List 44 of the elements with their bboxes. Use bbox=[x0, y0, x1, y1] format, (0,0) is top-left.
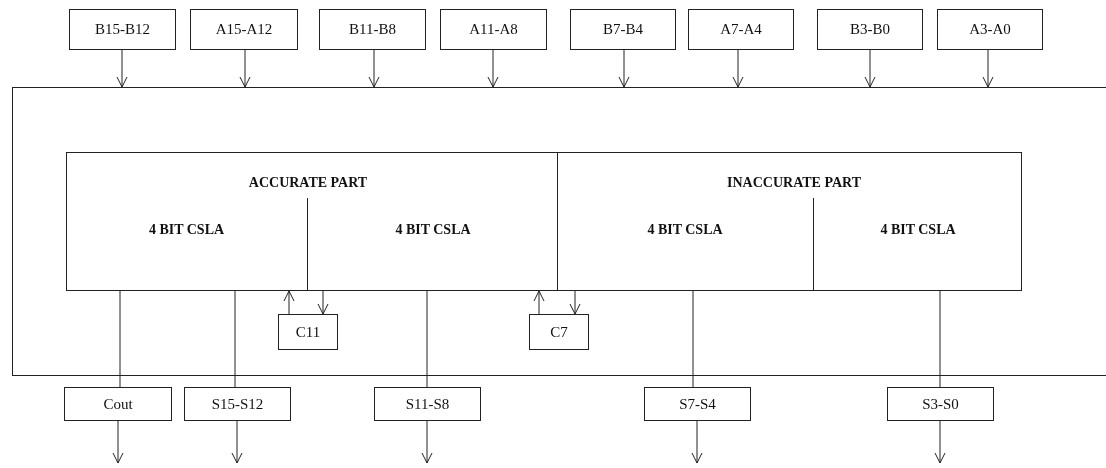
connector-line bbox=[234, 290, 236, 388]
part-block bbox=[557, 152, 1022, 291]
connector-line bbox=[692, 290, 694, 388]
arrow bbox=[569, 290, 581, 315]
arrow bbox=[239, 49, 251, 88]
block-label: 4 BIT CSLA bbox=[394, 222, 472, 238]
arrow bbox=[732, 49, 744, 88]
input-box: A3-A0 bbox=[937, 9, 1043, 50]
input-box: B3-B0 bbox=[817, 9, 923, 50]
carry-box: C11 bbox=[278, 314, 338, 350]
block-label: 4 BIT CSLA bbox=[646, 222, 724, 238]
input-box: A7-A4 bbox=[688, 9, 794, 50]
input-box: A15-A12 bbox=[190, 9, 298, 50]
arrow bbox=[864, 49, 876, 88]
adder-frame bbox=[12, 87, 1106, 376]
arrow bbox=[934, 420, 946, 464]
connector-line bbox=[939, 290, 941, 388]
connector-line bbox=[119, 290, 121, 388]
output-box: S3-S0 bbox=[887, 387, 994, 421]
arrow bbox=[231, 420, 243, 464]
input-box: B11-B8 bbox=[319, 9, 426, 50]
carry-box: C7 bbox=[529, 314, 589, 350]
arrow bbox=[982, 49, 994, 88]
arrow bbox=[421, 420, 433, 464]
output-box: Cout bbox=[64, 387, 172, 421]
arrow bbox=[487, 49, 499, 88]
output-box: S11-S8 bbox=[374, 387, 481, 421]
arrow bbox=[368, 49, 380, 88]
arrow bbox=[691, 420, 703, 464]
arrow bbox=[533, 290, 545, 315]
arrow bbox=[112, 420, 124, 464]
input-box: B7-B4 bbox=[570, 9, 676, 50]
output-box: S7-S4 bbox=[644, 387, 751, 421]
arrow bbox=[618, 49, 630, 88]
arrow bbox=[283, 290, 295, 315]
arrow bbox=[317, 290, 329, 315]
arrow bbox=[116, 49, 128, 88]
input-box: B15-B12 bbox=[69, 9, 176, 50]
input-box: A11-A8 bbox=[440, 9, 547, 50]
block-label: 4 BIT CSLA bbox=[879, 222, 957, 238]
connector-line bbox=[426, 290, 428, 388]
output-box: S15-S12 bbox=[184, 387, 291, 421]
part-block bbox=[66, 152, 558, 291]
block-label: 4 BIT CSLA bbox=[147, 222, 226, 238]
